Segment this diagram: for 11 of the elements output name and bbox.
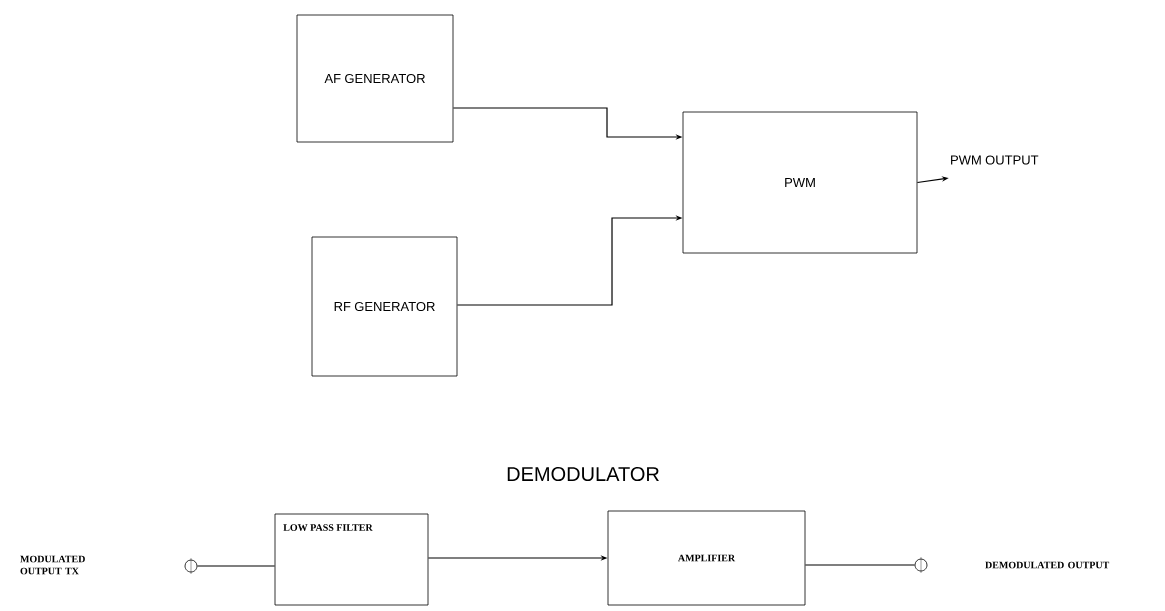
block-box: AMPLIFIER xyxy=(607,510,806,606)
terminal-symbol xyxy=(914,556,928,574)
signal-label: DEMODULATED OUTPUT xyxy=(985,561,1110,569)
block-box: LOW PASS FILTER xyxy=(274,513,429,606)
block-box: RF GENERATOR xyxy=(311,236,458,377)
block-box: PWM xyxy=(682,111,918,254)
signal-label: MODULATED OUTPUT TX xyxy=(20,555,85,575)
heading: DEMODULATOR xyxy=(507,466,659,482)
block-box: AF GENERATOR xyxy=(296,14,454,143)
signal-label: PWM OUTPUT xyxy=(951,155,1039,165)
terminal-symbol xyxy=(184,557,198,575)
